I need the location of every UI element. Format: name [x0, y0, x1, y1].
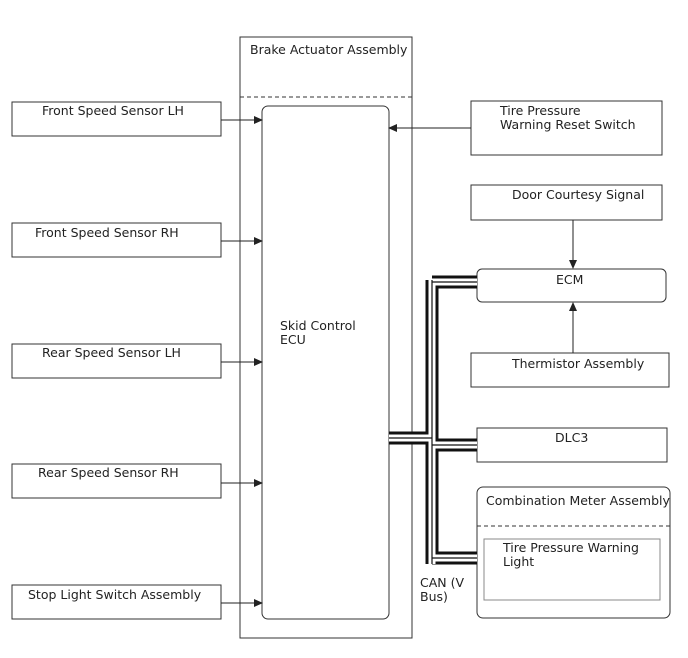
tire-reset-line1: Tire Pressure: [499, 103, 581, 118]
brake-actuator-assembly: Brake Actuator Assembly: [239, 36, 413, 639]
dlc3: DLC3: [476, 427, 668, 463]
ecm-label: ECM: [556, 272, 583, 287]
skid-control-ecu: Skid Control ECU: [261, 105, 390, 620]
warning-light-line1: Tire Pressure Warning: [502, 540, 639, 555]
sensor-front-lh-label: Front Speed Sensor LH: [42, 103, 184, 118]
warning-light-line2: Light: [503, 554, 534, 569]
combination-meter-assembly: Combination Meter Assembly Tire Pressure…: [476, 486, 671, 619]
ecu-label-line1: Skid Control: [280, 318, 356, 333]
sensor-front-rh: Front Speed Sensor RH: [11, 222, 263, 258]
tire-pressure-reset-switch: Tire Pressure Warning Reset Switch: [388, 100, 663, 156]
sensor-rear-rh-label: Rear Speed Sensor RH: [38, 465, 179, 480]
thermistor-label: Thermistor Assembly: [511, 356, 645, 371]
stop-light-switch: Stop Light Switch Assembly: [11, 584, 263, 620]
meter-title: Combination Meter Assembly: [486, 493, 670, 508]
sensor-rear-lh-label: Rear Speed Sensor LH: [42, 345, 181, 360]
tire-reset-line2: Warning Reset Switch: [500, 117, 636, 132]
stop-light-switch-label: Stop Light Switch Assembly: [28, 587, 202, 602]
can-bus: CAN (V Bus): [389, 275, 477, 604]
ecu-label-line2: ECU: [280, 332, 306, 347]
can-label-line2: Bus): [420, 589, 448, 604]
sensor-front-rh-label: Front Speed Sensor RH: [35, 225, 179, 240]
sensor-rear-rh: Rear Speed Sensor RH: [11, 463, 263, 499]
actuator-title: Brake Actuator Assembly: [250, 42, 408, 57]
ecm: ECM: [476, 268, 667, 303]
dlc3-label: DLC3: [555, 430, 588, 445]
thermistor-assembly: Thermistor Assembly: [470, 302, 670, 388]
door-courtesy-signal: Door Courtesy Signal: [470, 184, 663, 269]
can-label-line1: CAN (V: [420, 575, 464, 590]
sensor-front-lh: Front Speed Sensor LH: [11, 101, 263, 137]
tire-pressure-warning-light: [483, 538, 661, 601]
door-courtesy-label: Door Courtesy Signal: [512, 187, 644, 202]
sensor-rear-lh: Rear Speed Sensor LH: [11, 343, 263, 379]
